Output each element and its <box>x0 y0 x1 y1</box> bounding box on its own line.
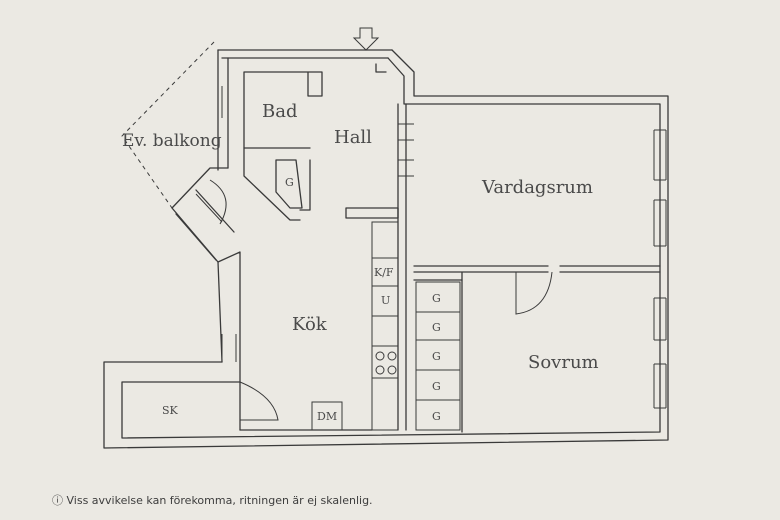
room-bad: Bad <box>262 101 297 122</box>
balcony-door <box>195 179 227 225</box>
outer-walls <box>103 49 669 449</box>
bedroom-wall <box>413 265 661 433</box>
wardrobe <box>415 281 461 431</box>
label-g-hall: G <box>285 176 294 189</box>
room-balkong: Ev. balkong <box>122 131 222 151</box>
kitchen-counter <box>371 221 399 431</box>
label-g-2: G <box>432 321 441 334</box>
kitchen-wall <box>345 207 399 219</box>
inner-wall <box>397 103 407 431</box>
storage-curve <box>239 381 279 421</box>
label-dm: DM <box>317 410 337 423</box>
room-hall: Hall <box>334 127 372 148</box>
hall-wall <box>243 147 311 221</box>
hall-partition <box>375 63 387 73</box>
hall-closet <box>275 159 303 209</box>
room-sovrum: Sovrum <box>528 352 599 373</box>
door-gaps <box>398 123 414 177</box>
disclaimer-text: Viss avvikelse kan förekomma, ritningen … <box>66 494 373 507</box>
label-u: U <box>381 294 390 307</box>
windows <box>221 86 667 409</box>
room-vardagsrum: Vardagsrum <box>481 177 593 198</box>
room-kok: Kök <box>292 314 328 335</box>
bedroom-door <box>515 271 553 315</box>
label-sk: SK <box>162 404 179 417</box>
label-g-5: G <box>432 410 441 423</box>
info-icon: ⓘ <box>52 494 63 507</box>
disclaimer: ⓘ Viss avvikelse kan förekomma, ritninge… <box>52 492 373 508</box>
label-g-1: G <box>432 292 441 305</box>
balcony-outline <box>121 41 215 209</box>
stove-icon <box>375 351 397 375</box>
entrance-arrow-icon <box>352 27 380 51</box>
label-g-3: G <box>432 350 441 363</box>
label-kf: K/F <box>374 266 394 279</box>
label-g-4: G <box>432 380 441 393</box>
